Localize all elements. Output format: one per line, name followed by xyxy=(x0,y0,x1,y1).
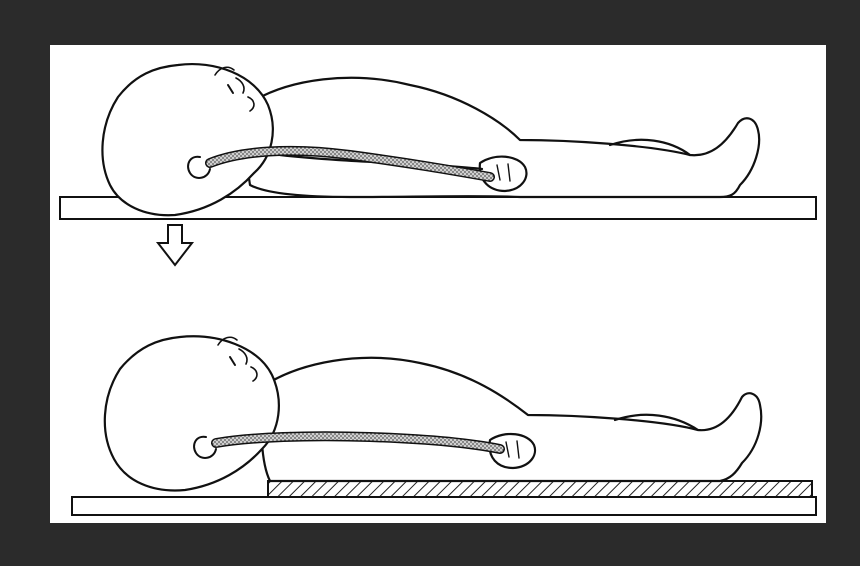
down-arrow-icon xyxy=(158,225,192,265)
infant-positioning-diagram xyxy=(50,45,826,523)
bottom-infant xyxy=(105,336,761,490)
top-infant xyxy=(102,64,759,215)
illustration-panel xyxy=(50,45,826,523)
shoulder-pad xyxy=(268,481,812,497)
bottom-board xyxy=(72,497,816,515)
bottom-scene xyxy=(72,336,816,515)
top-scene xyxy=(60,64,816,219)
